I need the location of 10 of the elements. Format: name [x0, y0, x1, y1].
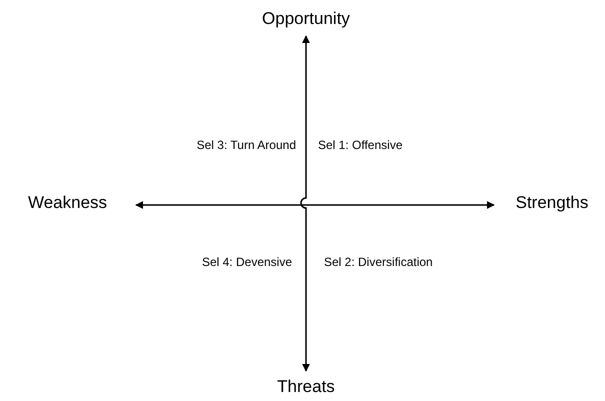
- quadrant-label: Sel 4: Devensive: [202, 255, 292, 269]
- quadrant-label: Sel 3: Turn Around: [196, 138, 296, 152]
- axis-arrow: [300, 35, 310, 372]
- axis-label: Weakness: [5, 190, 130, 216]
- quadrant-label: Sel 1: Offensive: [318, 138, 402, 152]
- quadrant-label: Sel 2: Diversification: [324, 255, 433, 269]
- axis-label: Opportunity: [246, 6, 366, 32]
- axis-arrow: [135, 201, 495, 209]
- axis-label: Threats: [256, 375, 356, 399]
- axis-label: Strengths: [500, 190, 604, 216]
